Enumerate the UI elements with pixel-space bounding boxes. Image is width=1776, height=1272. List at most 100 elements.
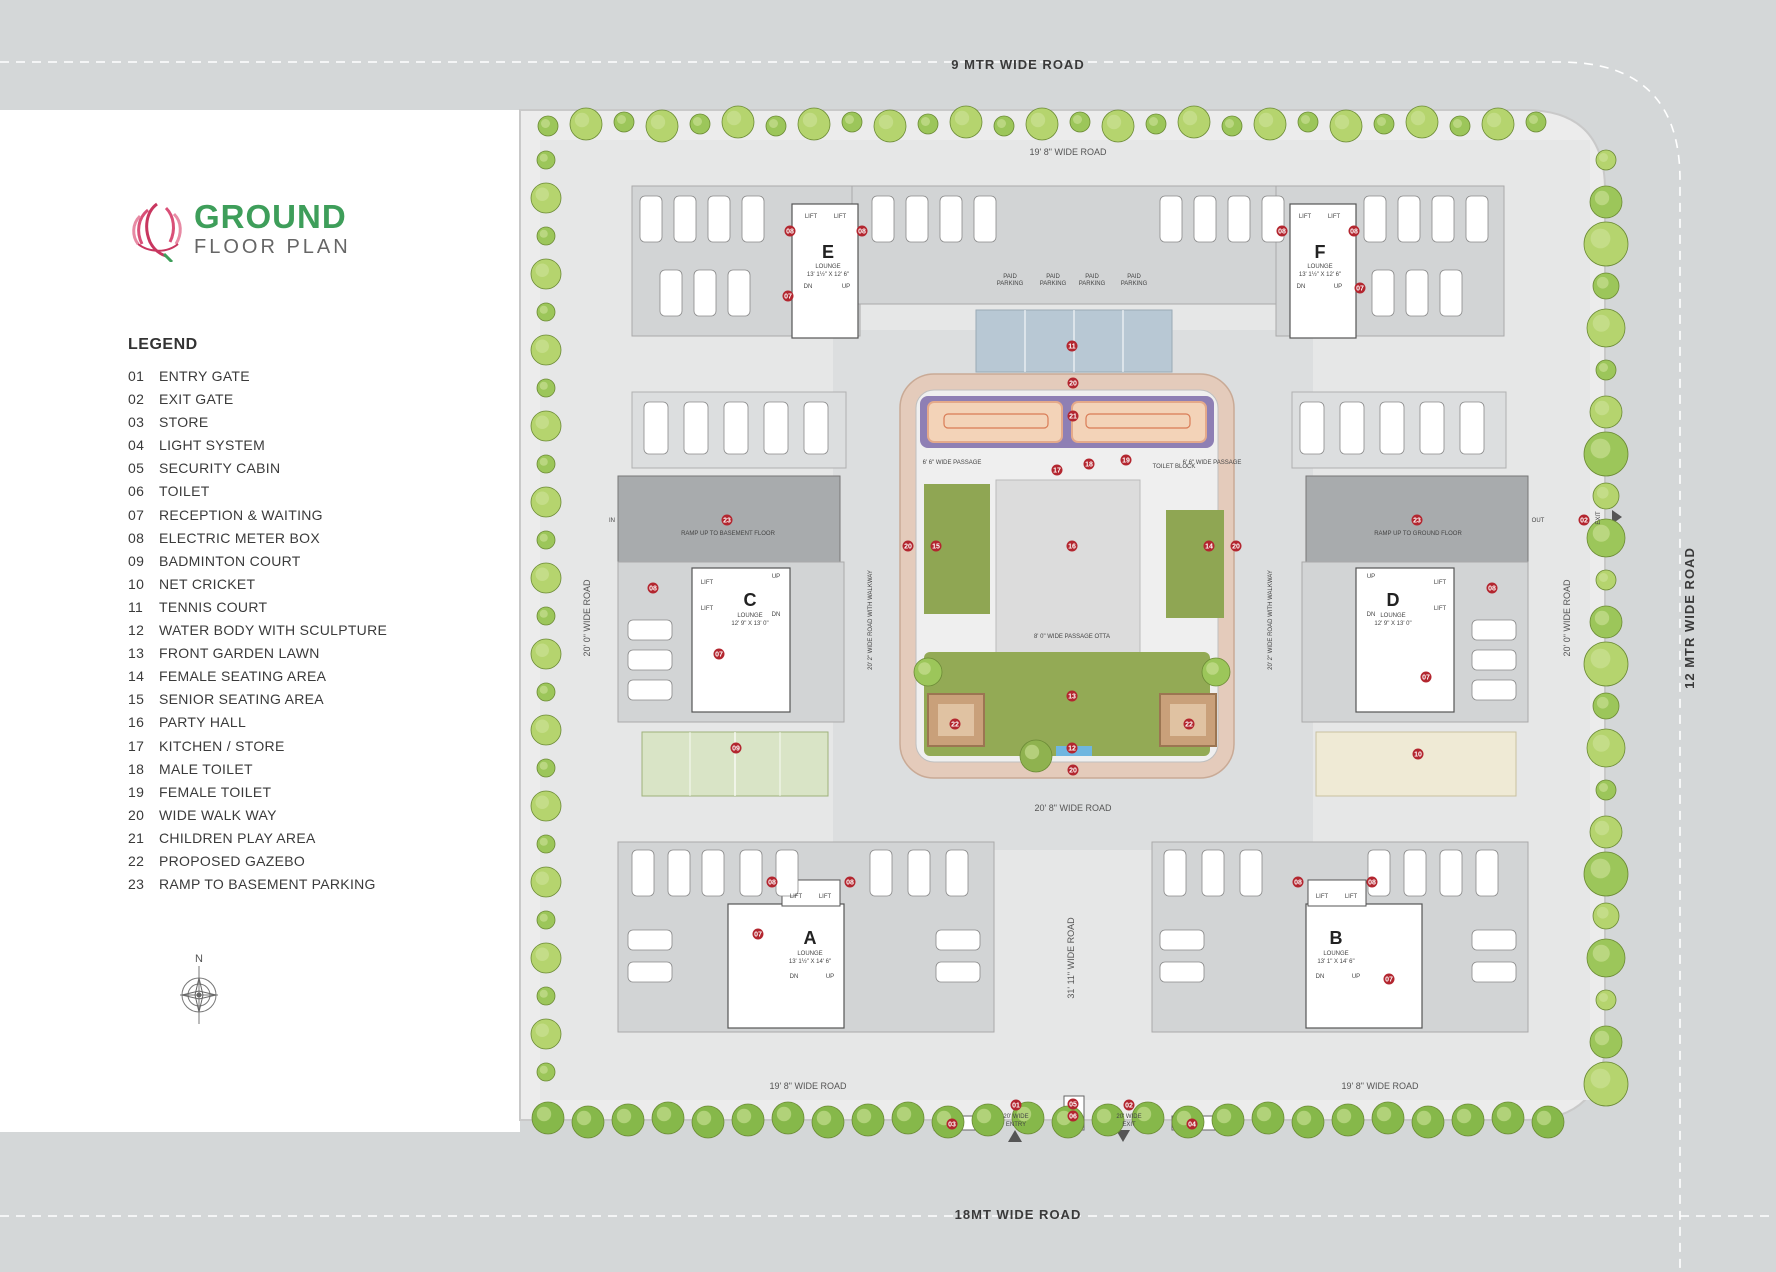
number-marker: 10: [1412, 748, 1424, 760]
legend-item-label: CHILDREN PLAY AREA: [159, 829, 316, 846]
number-marker: 08: [647, 582, 659, 594]
tree-icon: [537, 115, 559, 137]
legend-item: 21 CHILDREN PLAY AREA: [128, 827, 387, 850]
car-icon: [1471, 961, 1517, 983]
tree-icon: [536, 454, 556, 474]
tree-icon: [765, 115, 787, 137]
tree-icon: [1583, 431, 1629, 477]
svg-text:02: 02: [1125, 1103, 1133, 1110]
legend-item-label: FRONT GARDEN LAWN: [159, 645, 320, 662]
tree-icon: [1583, 641, 1629, 687]
number-marker: 08: [784, 225, 796, 237]
paid-parking-labels: PAID PARKING PAID PARKING PAID PARKING P…: [997, 274, 1148, 287]
up-label-d: UP: [1367, 574, 1375, 580]
svg-text:08: 08: [1294, 880, 1302, 887]
tree-icon: [536, 834, 556, 854]
lift-label-e2: LIFT: [834, 214, 847, 220]
svg-text:23: 23: [723, 518, 731, 525]
number-marker: 19: [1120, 454, 1132, 466]
road-label-east: 12 MTR WIDE ROAD: [1682, 547, 1697, 689]
car-icon: [659, 269, 683, 317]
tree-icon: [536, 682, 556, 702]
svg-text:PAID: PAID: [1003, 274, 1017, 280]
car-icon: [1471, 679, 1517, 701]
road-south: [0, 1132, 1776, 1272]
svg-text:03: 03: [948, 1122, 956, 1129]
car-icon: [1227, 195, 1251, 243]
tree-icon: [530, 942, 562, 974]
svg-text:09: 09: [732, 746, 740, 753]
car-icon: [1419, 401, 1445, 455]
number-marker: 08: [856, 225, 868, 237]
car-icon: [935, 929, 981, 951]
lift-label-d2: LIFT: [1434, 606, 1447, 612]
svg-text:08: 08: [1368, 880, 1376, 887]
net-cricket: [1315, 731, 1517, 797]
svg-text:02: 02: [1580, 518, 1588, 525]
svg-text:PARKING: PARKING: [1121, 281, 1148, 287]
number-marker: 15: [930, 540, 942, 552]
block-d-lounge: LOUNGE: [1380, 613, 1405, 619]
car-icon: [1403, 849, 1427, 897]
tree-icon: [1586, 728, 1626, 768]
tree-icon: [913, 657, 943, 687]
legend-item-number: 06: [128, 483, 145, 500]
car-icon: [1363, 195, 1387, 243]
legend-item-number: 05: [128, 460, 145, 477]
tree-icon: [1011, 1101, 1045, 1135]
title-ground: GROUND: [194, 198, 347, 235]
car-icon: [763, 401, 789, 455]
tree-icon: [1595, 149, 1617, 171]
svg-text:08: 08: [649, 586, 657, 593]
tree-icon: [1451, 1103, 1485, 1137]
legend-item-label: PARTY HALL: [159, 714, 247, 731]
number-marker: 22: [1183, 718, 1195, 730]
dn-label-e: DN: [804, 284, 813, 290]
tree-icon: [1131, 1101, 1165, 1135]
svg-text:16: 16: [1068, 544, 1076, 551]
tree-icon: [536, 606, 556, 626]
lift-label-a2: LIFT: [819, 894, 832, 900]
svg-text:07: 07: [715, 652, 723, 659]
car-icon: [1299, 401, 1325, 455]
number-marker: 04: [1186, 1118, 1198, 1130]
tree-icon: [1589, 815, 1623, 849]
car-icon: [683, 401, 709, 455]
car-icon: [803, 401, 829, 455]
car-icon: [939, 195, 963, 243]
block-c-size: 12' 9" X 13' 0": [731, 621, 768, 627]
road-centerline-north: [0, 61, 1681, 1272]
svg-text:08: 08: [786, 229, 794, 236]
svg-text:18: 18: [1085, 462, 1093, 469]
car-icon: [639, 195, 663, 243]
block-a-size: 13' 1½" X 14' 6": [789, 958, 831, 965]
car-icon: [1239, 849, 1263, 897]
block-c-letter: C: [744, 590, 757, 610]
svg-text:23: 23: [1413, 518, 1421, 525]
tree-icon: [917, 113, 939, 135]
tree-icon: [731, 1103, 765, 1137]
car-icon: [1397, 195, 1421, 243]
tree-icon: [1201, 657, 1231, 687]
plan-title: GROUND FLOOR PLAN: [128, 198, 351, 262]
tree-icon: [536, 226, 556, 246]
car-icon: [1159, 195, 1183, 243]
car-icon: [1475, 849, 1499, 897]
car-icon: [905, 195, 929, 243]
car-icon: [1471, 929, 1517, 951]
legend-item-number: 18: [128, 760, 145, 777]
tree-icon: [536, 150, 556, 170]
car-icon: [871, 195, 895, 243]
toilet-block-label: TOILET BLOCK: [1153, 464, 1196, 470]
tree-icon: [971, 1103, 1005, 1137]
tree-icon: [536, 302, 556, 322]
tree-icon: [1145, 113, 1167, 135]
tree-icon: [1019, 739, 1053, 773]
legend-item-number: 21: [128, 829, 145, 846]
legend-item-label: EXIT GATE: [159, 391, 234, 408]
tree-icon: [1592, 692, 1620, 720]
number-marker: 08: [1486, 582, 1498, 594]
